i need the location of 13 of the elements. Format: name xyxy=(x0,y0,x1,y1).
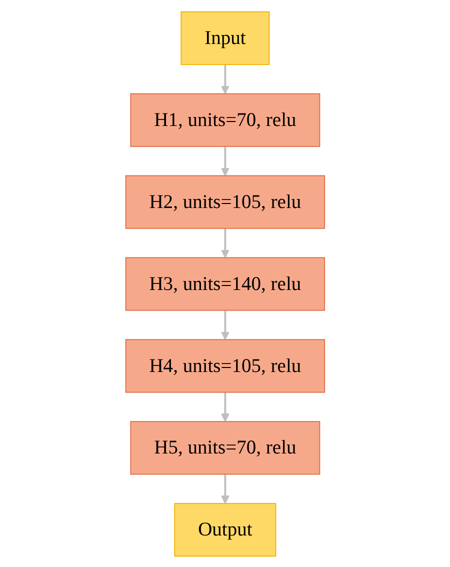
node-box: H5, units=70, relu xyxy=(130,420,320,474)
arrow xyxy=(220,228,230,258)
node-box: H1, units=70, relu xyxy=(130,92,320,146)
arrow xyxy=(220,146,230,176)
arrow xyxy=(220,310,230,340)
node-box: H3, units=140, relu xyxy=(125,256,325,310)
node-box: Output xyxy=(174,502,276,556)
node-box: H2, units=105, relu xyxy=(125,174,325,228)
node-box: Input xyxy=(180,10,270,64)
arrow xyxy=(220,474,230,504)
node-box: H4, units=105, relu xyxy=(125,338,325,392)
arrow xyxy=(220,392,230,422)
arrow xyxy=(220,64,230,94)
